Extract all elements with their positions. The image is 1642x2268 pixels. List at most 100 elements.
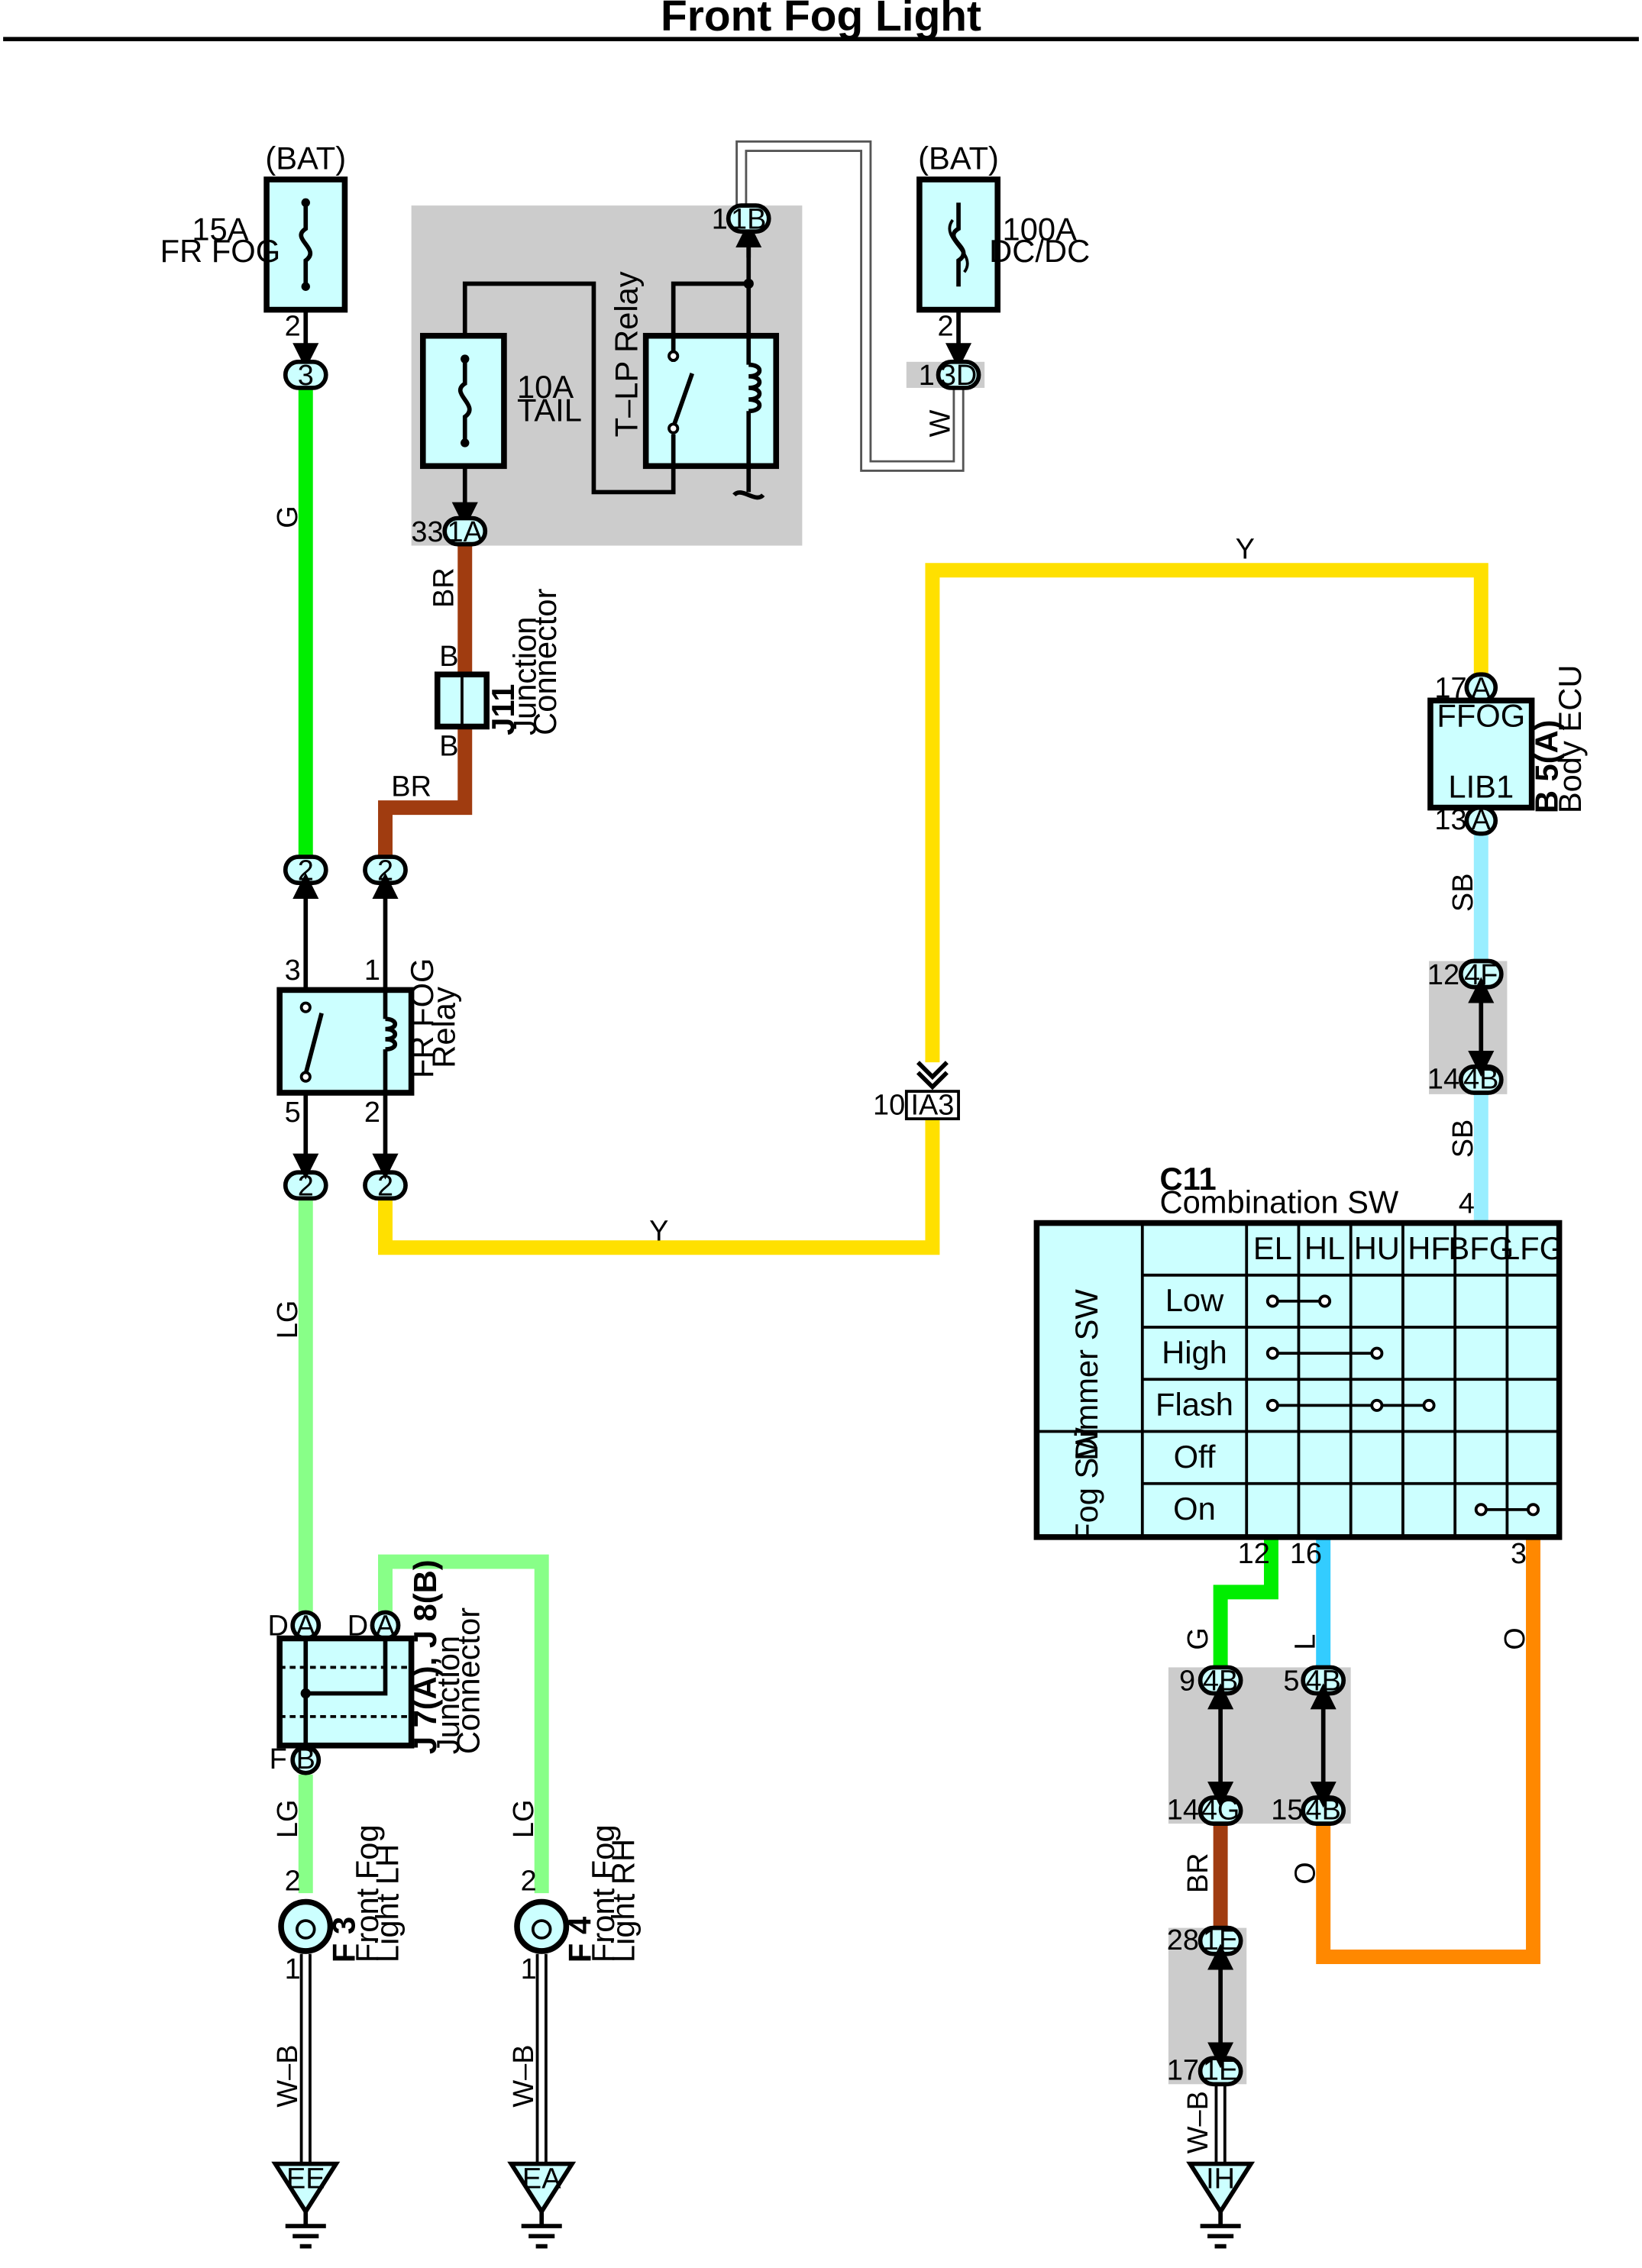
fuse-fr-fog: (BAT) 15A FR FOG 2 <box>160 141 348 370</box>
fuse-fr-fog-source: (BAT) <box>265 141 346 176</box>
connector-2-top-left: 2 <box>283 855 328 887</box>
combo-pin-12: 12 <box>1238 1538 1270 1570</box>
f3-pin-1: 1 <box>285 1953 301 1985</box>
ecu-lib1: LIB1 <box>1448 768 1514 804</box>
fuse-fr-fog-pin: 2 <box>285 311 301 343</box>
label-y-bottom: Y <box>649 1215 668 1247</box>
j7-name-1: Junction <box>430 1636 466 1754</box>
ecu-id: B 5(A) <box>1529 719 1565 813</box>
label-lg-1: LG <box>272 1300 304 1339</box>
relay-name-1: FR FOG <box>404 958 440 1078</box>
j7-id: J 7(A), J 8(B) <box>407 1559 443 1754</box>
f3-id: F 3 <box>326 1917 362 1963</box>
connector-3: 3 <box>283 359 328 392</box>
connector-1b: 1 1B <box>712 203 771 235</box>
ground-ea-label: EA <box>522 2163 561 2195</box>
svg-text:4B: 4B <box>1306 1794 1341 1826</box>
fuse-dcdc-rating: 100A <box>1003 212 1078 247</box>
fuse-tail-name: TAIL <box>517 393 582 428</box>
fuse-dcdc: (BAT) 100A DC/DC 2 <box>916 141 1090 370</box>
label-sb-2: SB <box>1447 1119 1479 1158</box>
front-fog-light-rh: 2 1 F 4 Front Fog Light RH <box>514 1824 642 1985</box>
combination-switch: C11 Combination SW 4 EL HL HU HF BFG LFG… <box>1033 1161 1564 1570</box>
group-dimmer-sw: Dimmer SW <box>1068 1289 1104 1461</box>
svg-text:2: 2 <box>298 855 314 887</box>
ecu-ffog: FFOG <box>1437 697 1525 733</box>
combo-name: Combination SW <box>1160 1184 1399 1220</box>
svg-text:14: 14 <box>1167 1794 1199 1826</box>
label-w: W <box>925 409 957 437</box>
row-off: Off <box>1174 1439 1216 1475</box>
j11-junction-connector: B B J11 Junction Connector <box>434 588 563 762</box>
svg-text:1: 1 <box>712 203 728 235</box>
svg-text:10: 10 <box>873 1089 905 1121</box>
relay-pin-5: 5 <box>285 1097 301 1129</box>
svg-text:9: 9 <box>1179 1665 1195 1698</box>
group-fog-sw: Fog SW <box>1068 1427 1104 1543</box>
j11-name-1: Junction <box>507 617 543 735</box>
ground-wires <box>299 1953 1227 2164</box>
label-o-2: O <box>1289 1862 1321 1884</box>
label-y-top: Y <box>1236 534 1255 566</box>
j11-pin-bottom: B <box>439 730 458 762</box>
svg-text:28: 28 <box>1167 1924 1199 1956</box>
wire-y-relay-ia3 <box>378 1094 940 1255</box>
col-lfg: LFG <box>1502 1230 1564 1266</box>
relay-name-2: Relay <box>425 987 461 1068</box>
fuse-tail-rating: 10A <box>517 369 574 405</box>
svg-text:12: 12 <box>1427 959 1459 991</box>
fuse-dcdc-source: (BAT) <box>918 141 999 176</box>
label-g-2: G <box>1182 1627 1214 1649</box>
f4-name-2: Light RH <box>606 1839 642 1963</box>
svg-text:1: 1 <box>919 360 935 392</box>
label-wb-1: W–B <box>272 2045 304 2108</box>
connector-1e-bottom: 17 1E <box>1167 2055 1243 2087</box>
combo-table-grid <box>1036 1223 1560 1537</box>
svg-text:4F: 4F <box>1464 959 1498 991</box>
fuse-fr-fog-name: FR FOG <box>160 233 280 269</box>
relay-block: 10A TAIL T–LP Relay <box>419 221 780 528</box>
f4-pin-1: 1 <box>521 1953 537 1985</box>
j7-conn-b: B <box>296 1743 315 1775</box>
j11-pin-top: B <box>439 641 458 673</box>
row-low: Low <box>1165 1282 1224 1318</box>
label-lg-2: LG <box>272 1800 304 1839</box>
svg-text:4B: 4B <box>1463 1063 1498 1095</box>
fuse-fr-fog-rating: 15A <box>192 212 248 247</box>
connector-4b-o: 15 4B <box>1271 1794 1346 1826</box>
svg-text:33: 33 <box>411 516 443 548</box>
svg-text:4B: 4B <box>1306 1665 1341 1698</box>
relay-pin-2: 2 <box>364 1097 380 1129</box>
wire-w-1b-3d <box>735 140 965 472</box>
col-hl: HL <box>1304 1230 1345 1266</box>
svg-text:IA3: IA3 <box>911 1089 955 1121</box>
ecu-pin-13: 13 <box>1434 804 1466 836</box>
ground-ih-label: IH <box>1206 2163 1235 2195</box>
ecu-conn-a-bottom: A <box>1472 804 1492 836</box>
combo-pin-16: 16 <box>1290 1538 1322 1570</box>
wire-g-combo-4b <box>1213 1536 1278 1668</box>
svg-text:1B: 1B <box>731 203 766 235</box>
connector-4b-l: 5 4B <box>1283 1665 1346 1698</box>
svg-text:3: 3 <box>298 360 314 392</box>
svg-text:2: 2 <box>377 1171 393 1203</box>
svg-text:1E: 1E <box>1203 1924 1238 1956</box>
wire-labels: G BR BR W Y Y LG LG LG SB SB G L O O BR … <box>272 409 1531 2153</box>
svg-text:17: 17 <box>1167 2055 1199 2087</box>
fuse-dcdc-name: DC/DC <box>989 233 1090 269</box>
f3-name-1: Front Fog <box>349 1824 385 1963</box>
svg-text:4B: 4B <box>1203 1665 1238 1698</box>
continuity-flash <box>1265 1398 1436 1412</box>
fr-fog-relay: 3 1 FR FOG Relay 5 2 <box>276 872 461 1180</box>
f4-name-1: Front Fog <box>585 1824 621 1963</box>
label-br-3: BR <box>1182 1853 1214 1893</box>
f3-pin-2: 2 <box>285 1865 301 1897</box>
ecu-name: Body ECU <box>1552 665 1588 814</box>
j7-j8-junction-connector: D A D A F B J 7(A), J 8(B) Junction Conn… <box>268 1559 486 1775</box>
wire-o-loop <box>1316 1536 1540 1964</box>
svg-text:1A: 1A <box>448 516 483 548</box>
front-fog-light-lh: 2 1 F 3 Front Fog Light LH <box>278 1824 406 1985</box>
row-flash: Flash <box>1156 1387 1233 1423</box>
row-on: On <box>1173 1491 1216 1527</box>
